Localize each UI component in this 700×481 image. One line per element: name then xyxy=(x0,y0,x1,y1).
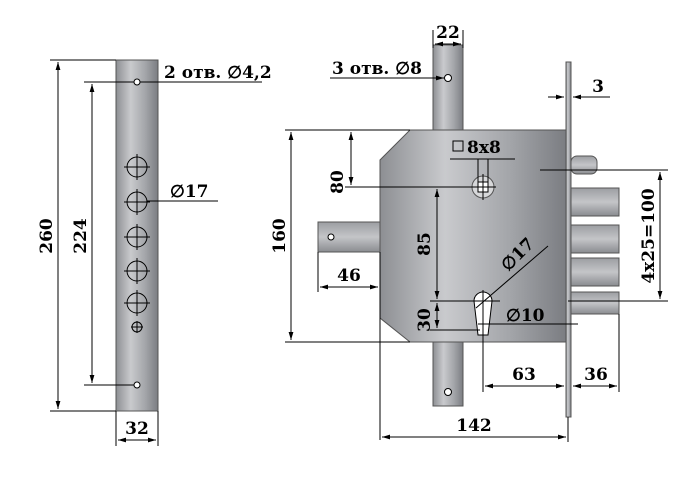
dim-spindle-to-top: 80 xyxy=(328,132,476,194)
lock-strip-top xyxy=(432,44,464,131)
label-backset: 63 xyxy=(512,365,536,385)
callout-plate-pin-hole: ∅17 xyxy=(147,182,218,202)
square-symbol-icon xyxy=(452,140,464,152)
plate-mount-hole-top xyxy=(133,78,141,86)
screw-hole-bottom xyxy=(444,388,452,396)
plate-mount-hole-bottom xyxy=(133,381,141,389)
label-body-width: 142 xyxy=(456,416,492,436)
label-plate-pin-hole: ∅17 xyxy=(170,182,208,202)
screw-hole-top xyxy=(444,74,452,82)
label-plate-hole-spacing: 224 xyxy=(71,218,91,254)
dim-plate-height: 260 xyxy=(37,59,116,412)
dim-cylinder-to-bottom: 30 xyxy=(415,303,480,332)
label-faceplate-thickness: 3 xyxy=(592,77,604,97)
callout-spindle: 8x8 xyxy=(450,138,515,182)
label-cylinder-hole: ∅10 xyxy=(506,306,545,326)
dim-plate-hole-spacing: 224 xyxy=(71,81,134,386)
callout-cylinder-hole: ∅10 xyxy=(478,306,578,326)
lock-faceplate xyxy=(565,61,572,418)
label-strip-width: 22 xyxy=(436,23,460,43)
plate-pin-holes xyxy=(124,154,150,333)
latch-hole xyxy=(327,233,335,241)
label-plate-width: 32 xyxy=(125,419,149,439)
dim-bolt-projection: 36 xyxy=(573,314,620,392)
label-spindle: 8x8 xyxy=(467,138,501,158)
dim-body-width: 142 xyxy=(382,416,569,442)
dim-body-height: 160 xyxy=(270,129,410,343)
label-body-height: 160 xyxy=(270,218,290,254)
dim-plate-width: 32 xyxy=(115,411,159,446)
label-latch-offset: 46 xyxy=(337,266,361,286)
callout-plate-mount-holes: 2 отв. ∅4,2 xyxy=(140,63,272,83)
lock-bolts xyxy=(570,155,620,315)
label-bolt-spacing: 4x25=100 xyxy=(639,188,659,284)
label-bolt-projection: 36 xyxy=(584,365,608,385)
lock-strip-bottom xyxy=(432,339,464,407)
dim-strip-width: 22 xyxy=(432,23,464,48)
lock-latch xyxy=(317,221,381,253)
dim-bolt-spacing: 4x25=100 xyxy=(540,169,668,302)
label-spindle-to-top: 80 xyxy=(328,170,348,194)
label-plate-mount-holes: 2 отв. ∅4,2 xyxy=(164,63,272,83)
armor-plate xyxy=(115,59,159,412)
label-plate-height: 260 xyxy=(37,218,57,254)
label-cylinder-to-bottom: 30 xyxy=(415,308,435,332)
dim-faceplate-thickness: 3 xyxy=(548,77,610,100)
label-spindle-to-cylinder: 85 xyxy=(415,232,435,256)
label-screw-holes: 3 отв. ∅8 xyxy=(332,59,422,79)
dim-backset: 63 xyxy=(482,340,564,392)
dim-spindle-to-cylinder: 85 xyxy=(415,189,474,302)
dim-latch-offset: 46 xyxy=(317,252,381,440)
callout-screw-holes: 3 отв. ∅8 xyxy=(330,59,444,81)
